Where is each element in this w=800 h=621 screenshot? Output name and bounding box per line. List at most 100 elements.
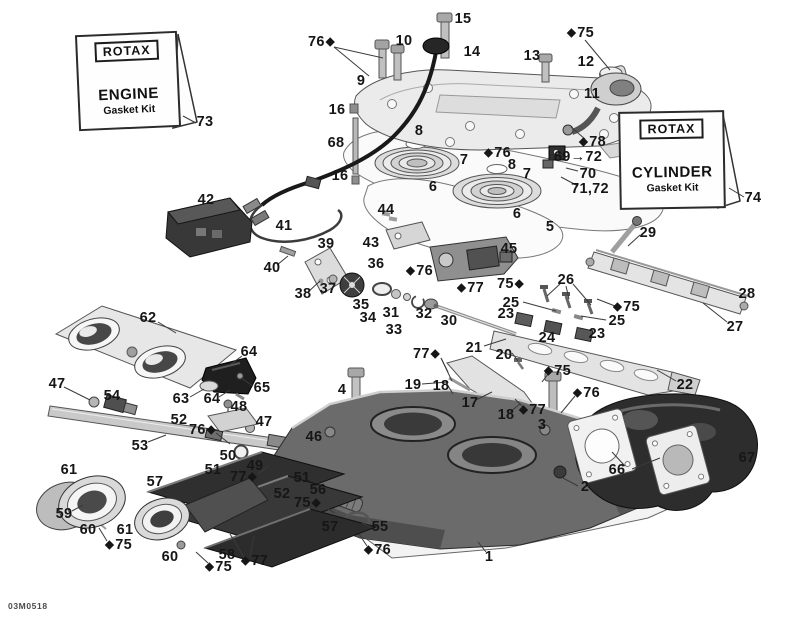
throttle-plate-62 — [54, 305, 238, 389]
part-callout-8: 8 — [507, 156, 517, 173]
part-callout-75: 75◆ — [294, 494, 321, 511]
part-callout-58: 58 — [218, 546, 236, 563]
part-callout-48: 48 — [230, 398, 248, 415]
part-callout-3: 3 — [537, 416, 547, 433]
rotax-logo: ROTAX — [639, 118, 704, 140]
part-callout-52: 52 — [170, 411, 188, 428]
o-ring-8b — [486, 164, 508, 174]
valve-assembly-45 — [429, 236, 519, 282]
loctite-icon: ◆ — [206, 423, 216, 436]
cylinder-kit-title: CYLINDER — [631, 163, 713, 182]
part-callout-6: 6 — [428, 178, 438, 195]
part-callout-37: 37 — [319, 280, 337, 297]
part-callout-61: 61 — [60, 461, 78, 478]
part-callout-43: 43 — [362, 234, 380, 251]
ignition-wiring — [242, 37, 450, 243]
part-callout-59: 59 — [55, 505, 73, 522]
part-callout-32: 32 — [415, 305, 433, 322]
cylinder-kit-subtitle: Gasket Kit — [646, 181, 699, 195]
leader-lines — [63, 39, 745, 564]
part-callout-42: 42 — [197, 191, 215, 208]
part-callout-76: 76◆ — [189, 421, 216, 438]
loctite-icon: ◆ — [247, 470, 257, 483]
part-callout-36: 36 — [367, 255, 385, 272]
loctite-icon: ◆ — [430, 347, 440, 360]
part-callout-54: 54 — [103, 387, 121, 404]
part-callout-75: ◆75 — [567, 24, 594, 41]
part-callout-24: 24 — [538, 329, 556, 346]
part-callout-31: 31 — [382, 304, 400, 321]
part-callout-1: 1 — [484, 548, 494, 565]
loctite-icon: ◆ — [579, 135, 589, 148]
part-callout-26: 26 — [557, 271, 575, 288]
part-callout-64: 64 — [203, 390, 221, 407]
part-callout-21: 21 — [465, 339, 483, 356]
part-callout-11: 11 — [584, 85, 600, 102]
loctite-icon: ◆ — [544, 364, 554, 377]
part-callout-23: 23 — [497, 305, 515, 322]
part-callout-53: 53 — [131, 437, 149, 454]
part-callout-18: 18 — [432, 377, 450, 394]
diagram-code: 03M0518 — [8, 601, 48, 611]
rod-30 — [433, 303, 517, 336]
loctite-icon: ◆ — [457, 281, 467, 294]
engine-gasket-kit-card: ROTAX ENGINE Gasket Kit — [74, 30, 182, 132]
loctite-icon: ◆ — [105, 538, 115, 551]
part-callout-27: 27 — [726, 318, 744, 335]
part-callout-25: 25 — [608, 312, 626, 329]
manifold-gasket-right — [645, 424, 711, 496]
part-callout-60: 60 — [79, 521, 97, 538]
bracket-43-44 — [381, 211, 431, 250]
part-callout-60: 60 — [161, 548, 179, 565]
part-callout-61: 61 — [116, 521, 134, 538]
part-callout-76: ◆76 — [406, 262, 433, 279]
part-callout-13: 13 — [523, 47, 541, 64]
part-callout-16: 16 — [331, 167, 349, 184]
manifold-gasket-left — [567, 408, 637, 484]
part-callout-47: 47 — [48, 375, 66, 392]
upper-rail — [585, 249, 749, 315]
part-callout-77: ◆77 — [457, 279, 484, 296]
part-callout-52: 52 — [273, 485, 291, 502]
part-callout-77: ◆77 — [241, 552, 268, 569]
loctite-icon: ◆ — [514, 277, 524, 290]
part-callout-63: 63 — [172, 390, 190, 407]
part-callout-77: ◆77 — [519, 401, 546, 418]
part-callout-14: 14 — [463, 43, 481, 60]
small-parts-cluster — [279, 245, 438, 310]
part-callout-76: ◆76 — [573, 384, 600, 401]
part-callout-7: 7 — [459, 151, 469, 168]
loctite-icon: ◆ — [311, 496, 321, 509]
loctite-icon: ◆ — [519, 403, 529, 416]
part-callout-40: 40 — [263, 259, 281, 276]
part-callout-76: ◆76 — [364, 541, 391, 558]
lever-rail — [489, 311, 701, 396]
part-callout-51: 51 — [293, 469, 311, 486]
loctite-icon: ◆ — [205, 560, 215, 573]
part-callout-9: 9 — [356, 72, 366, 89]
detent-pins — [540, 285, 594, 321]
part-callout-41: 41 — [275, 217, 293, 234]
part-callout-12: 12 — [577, 53, 595, 70]
part-callout-68: 68 — [327, 134, 345, 151]
part-callout-64: 64 — [240, 343, 258, 360]
part-callout-73: 73 — [196, 113, 214, 130]
part-callout-50: 50 — [219, 447, 237, 464]
part-callout-25: 25 — [502, 294, 520, 311]
part-callout-69→72: 69→72 — [553, 148, 603, 165]
loctite-icon: ◆ — [613, 300, 623, 313]
part-callout-16: 16 — [328, 101, 346, 118]
part-callout-35: 35 — [352, 296, 370, 313]
part-callout-55: 55 — [371, 518, 389, 535]
part-callout-22: 22 — [676, 376, 694, 393]
part-callout-78: ◆78 — [579, 133, 606, 150]
part-callout-4: 4 — [337, 381, 347, 398]
part-callout-71,72: 71,72 — [571, 180, 609, 197]
loctite-icon: ◆ — [241, 554, 251, 567]
intake-socket-64 — [199, 357, 257, 433]
intake-rings — [36, 475, 269, 541]
part-callout-29: 29 — [639, 224, 657, 241]
part-callout-49: 49 — [246, 457, 264, 474]
cylinder-bolts — [347, 367, 562, 435]
cylinder-dome-right — [452, 173, 542, 209]
